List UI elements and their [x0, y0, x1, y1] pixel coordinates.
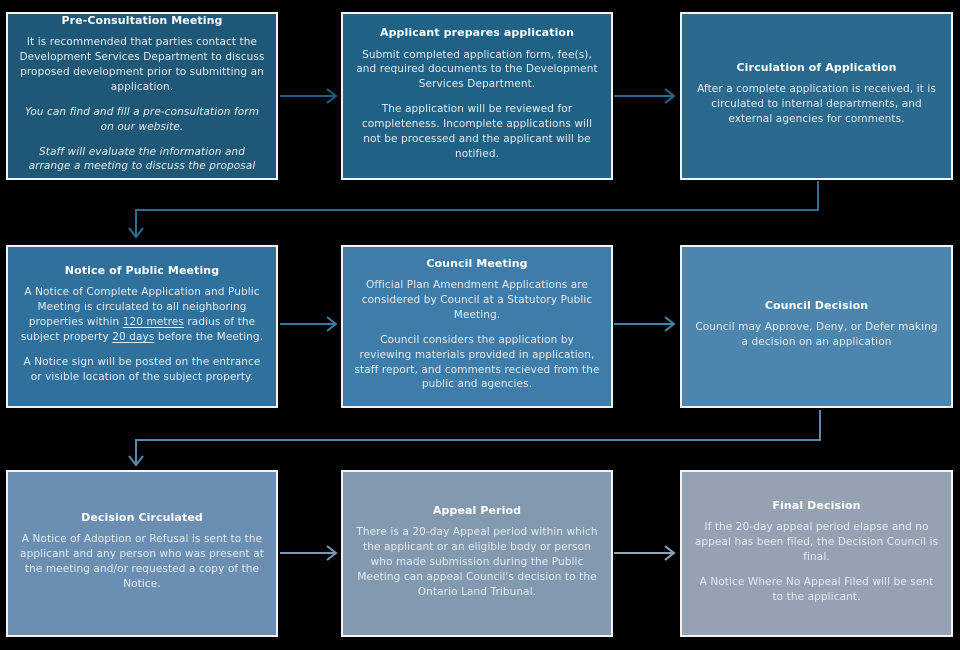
right-arrow-icon	[614, 88, 676, 104]
box-paragraph: If the 20-day appeal period elapse and n…	[694, 520, 939, 563]
right-arrow-icon	[280, 545, 338, 561]
box-paragraph: A Notice Where No Appeal Filed will be s…	[699, 575, 934, 603]
flow-box-notice-of-public-meeting: Notice of Public Meeting A Notice of Com…	[6, 245, 278, 408]
box-paragraph: A Notice of Complete Application and Pub…	[20, 286, 264, 344]
elbow-down-arrow-icon	[128, 410, 821, 467]
box-title: Circulation of Application	[736, 60, 897, 74]
flow-box-circulation-of-application: Circulation of Application After a compl…	[680, 12, 953, 180]
box-title: Decision Circulated	[81, 510, 203, 524]
box-paragraph: There is a 20-day Appeal period within w…	[356, 525, 598, 598]
box-paragraph: A Notice sign will be posted on the entr…	[23, 356, 261, 383]
box-paragraph: Submit completed application form, fee(s…	[356, 48, 598, 91]
flow-box-final-decision: Final Decision If the 20-day appeal peri…	[680, 470, 953, 637]
box-title: Applicant prepares application	[379, 26, 575, 40]
box-paragraph: Council may Approve, Deny, or Defer maki…	[695, 321, 938, 349]
flow-box-appeal-period: Appeal Period There is a 20-day Appeal p…	[341, 470, 613, 637]
flow-box-pre-consultation-meeting: Pre-Consultation Meeting It is recommend…	[6, 12, 278, 180]
flow-box-decision-circulated: Decision Circulated A Notice of Adoption…	[6, 470, 278, 637]
box-title: Council Meeting	[426, 256, 528, 270]
underlined-text: 120 metres	[122, 316, 184, 329]
right-arrow-icon	[280, 316, 338, 332]
box-title: Appeal Period	[432, 503, 522, 517]
flow-box-council-decision: Council Decision Council may Approve, De…	[680, 245, 953, 408]
box-paragraph: It is recommended that parties contact t…	[19, 36, 265, 93]
flow-box-council-meeting: Council Meeting Official Plan Amendment …	[341, 245, 613, 408]
box-paragraph: Official Plan Amendment Applications are…	[361, 279, 593, 321]
box-paragraph: A Notice of Adoption or Refusal is sent …	[20, 533, 264, 591]
underlined-text: 20 days	[112, 331, 155, 344]
box-title: Pre-Consultation Meeting	[61, 13, 223, 27]
elbow-down-arrow-icon	[128, 181, 819, 239]
box-paragraph: Staff will evaluate the information and …	[28, 145, 256, 173]
box-title: Final Decision	[772, 498, 861, 512]
box-paragraph: You can find and fill a pre-consultation…	[24, 105, 260, 133]
right-arrow-icon	[614, 316, 676, 332]
box-paragraph: Council considers the application by rev…	[354, 333, 600, 391]
box-title: Notice of Public Meeting	[64, 264, 220, 278]
right-arrow-icon	[280, 88, 338, 104]
box-paragraph: After a complete application is received…	[697, 83, 936, 126]
box-title: Council Decision	[764, 298, 869, 312]
right-arrow-icon	[614, 545, 676, 561]
flow-box-applicant-prepares-application: Applicant prepares application Submit co…	[341, 12, 613, 180]
box-paragraph: The application will be reviewed for com…	[361, 103, 593, 160]
